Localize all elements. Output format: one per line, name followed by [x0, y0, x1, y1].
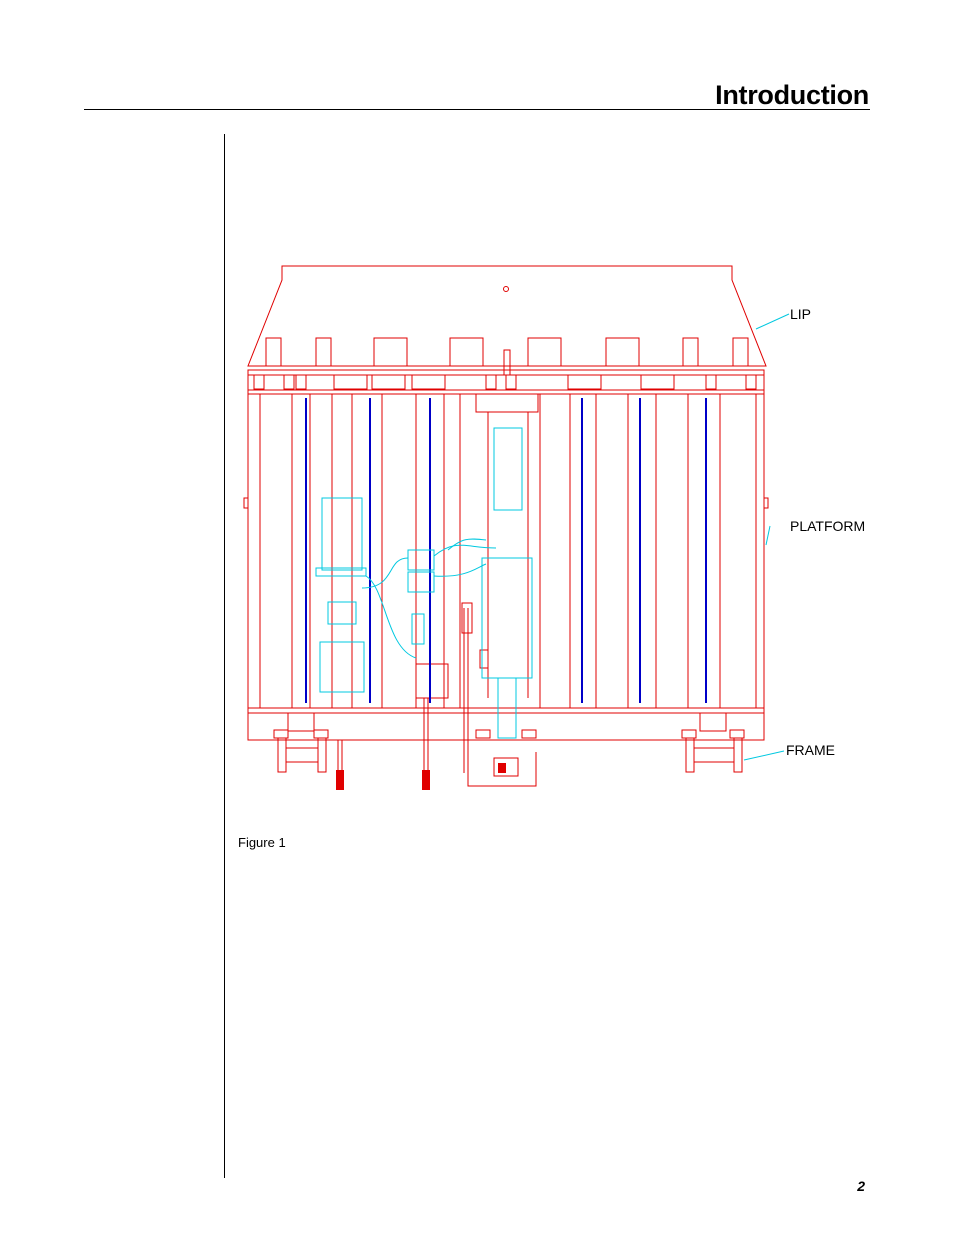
- lip-outline: [248, 266, 766, 366]
- dock-leveler-drawing: [236, 258, 876, 798]
- page-number: 2: [857, 1178, 865, 1194]
- header-rule: [84, 109, 870, 110]
- label-platform: PLATFORM: [790, 518, 865, 534]
- page-title: Introduction: [715, 80, 869, 111]
- platform-outline: [248, 390, 764, 708]
- label-frame: FRAME: [786, 742, 835, 758]
- label-lip: LIP: [790, 306, 811, 322]
- figure-caption: Figure 1: [238, 835, 286, 850]
- margin-rule: [224, 134, 225, 1178]
